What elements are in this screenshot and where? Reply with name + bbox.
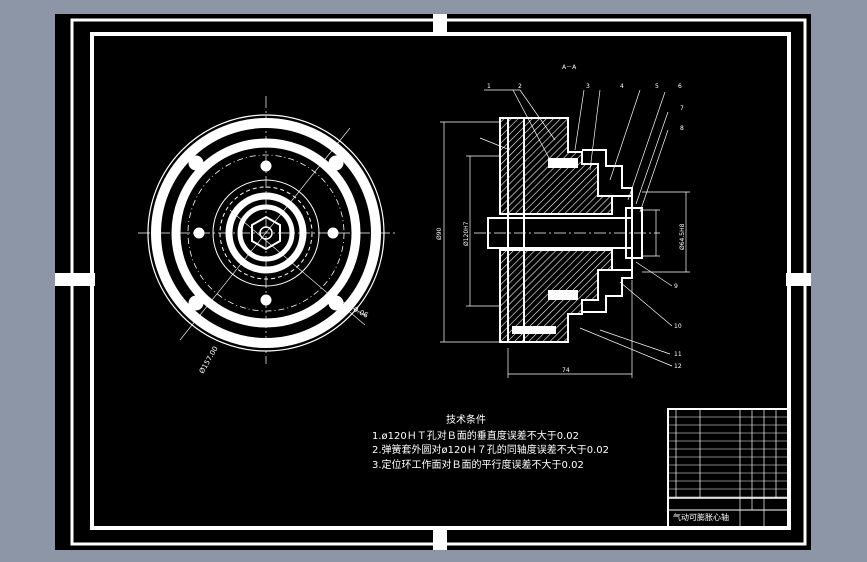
center-mark-bottom: [433, 528, 447, 550]
bolt-hole: [328, 155, 344, 171]
part-number-label: 6: [678, 83, 682, 90]
part-number-label: 9: [674, 283, 678, 290]
technical-requirements-title: 技术条件: [446, 415, 486, 426]
part-number-label: 8: [680, 125, 684, 132]
bolt-hole: [188, 155, 204, 171]
requirement-item-2: 2.弹簧套外圆对ø120Ｈ７孔的同轴度误差不大于0.02: [372, 445, 610, 456]
dim-bore: Ø120H7: [463, 221, 470, 246]
title-block: [667, 408, 790, 529]
section-label: A－A: [562, 64, 577, 71]
front-view: [138, 96, 396, 364]
part-number-label: 10: [674, 323, 682, 330]
part-number-label: 3: [586, 83, 590, 90]
part-number-label: 5: [655, 83, 659, 90]
part-number-label: 1: [487, 83, 491, 90]
dim-width: 74: [562, 367, 570, 374]
part-number-label: 4: [620, 83, 624, 90]
requirement-item-3: 3.定位环工作面对Ｂ面的平行度误差不大于0.02: [372, 459, 584, 471]
center-mark-right: [786, 273, 811, 286]
requirement-item-1: 1.ø120ＨＴ孔对Ｂ面的垂直度误差不大于0.02: [372, 430, 580, 442]
part-number-label: 7: [680, 105, 684, 112]
dim-right: Ø64.5H8: [679, 223, 686, 250]
drawing-sheet: [55, 14, 811, 550]
bolt-hole: [188, 295, 204, 311]
bolt-hole: [328, 295, 344, 311]
title-block-rows: [668, 416, 789, 498]
center-mark-left: [55, 273, 95, 286]
part-number-label: 2: [518, 83, 522, 90]
dim-left-height: Ø90: [436, 227, 443, 240]
center-mark-top: [433, 14, 447, 34]
part-number-label: 11: [674, 351, 682, 358]
section-view: A－A: [436, 64, 690, 378]
part-number-label: 12: [674, 363, 682, 370]
drawing-name: 气动可膨胀心轴: [673, 512, 729, 522]
technical-requirements: 技术条件 1.ø120ＨＴ孔对Ｂ面的垂直度误差不大于0.02 2.弹簧套外圆对ø…: [372, 414, 609, 473]
